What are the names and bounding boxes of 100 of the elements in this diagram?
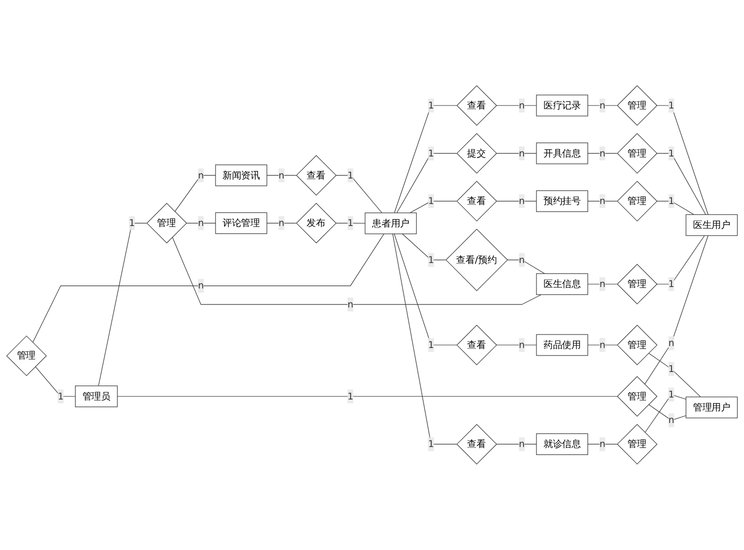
connector — [588, 201, 618, 202]
edge-label: n — [599, 339, 606, 350]
connector — [496, 344, 537, 346]
edge-label: n — [599, 100, 606, 111]
node-diamond: 查看 — [456, 85, 497, 126]
node-diamond: 查看 — [456, 324, 497, 366]
connector — [336, 223, 366, 224]
connector — [588, 444, 618, 445]
connector — [35, 366, 76, 397]
connector — [410, 201, 457, 214]
node-box: 评论管理 — [215, 212, 268, 234]
connector — [644, 394, 686, 433]
connector — [396, 153, 457, 214]
edge-label: 1 — [668, 195, 674, 207]
edge-label: 1 — [58, 390, 64, 402]
edge-label: n — [518, 100, 525, 111]
connector — [648, 404, 686, 421]
edge-label: 1 — [428, 100, 434, 111]
node-diamond: 管理 — [6, 336, 47, 376]
edge-label: 1 — [668, 100, 674, 111]
connector — [402, 234, 446, 260]
connector — [266, 175, 296, 176]
edge-label: n — [278, 217, 284, 229]
edge-label: n — [518, 339, 525, 350]
node-box: 药品使用 — [536, 334, 588, 356]
connector — [506, 260, 545, 274]
node-diamond: 管理 — [616, 181, 658, 222]
node-diamond: 管理 — [616, 133, 658, 174]
edge-label: 1 — [668, 388, 674, 400]
edge-label: 1 — [428, 148, 434, 159]
connector — [656, 201, 694, 216]
edge-label: 1 — [428, 195, 434, 207]
connector — [172, 236, 542, 305]
node-box: 医生用户 — [686, 214, 738, 236]
connector — [648, 353, 701, 398]
edge-label: 1 — [347, 170, 354, 181]
edge-label: 1 — [428, 339, 434, 350]
connector — [644, 235, 708, 385]
edge-label: 1 — [347, 390, 354, 402]
node-diamond: 发布 — [296, 203, 336, 244]
connector — [588, 105, 618, 106]
connector — [336, 175, 382, 214]
edge-label: 1 — [428, 438, 434, 450]
connector — [394, 105, 457, 214]
connector — [117, 396, 618, 397]
connector — [496, 201, 537, 202]
edge-label: n — [518, 438, 525, 450]
node-diamond: 查看 — [456, 424, 497, 465]
node-diamond: 管理 — [146, 203, 187, 244]
node-box: 管理用户 — [686, 396, 738, 418]
connector — [656, 235, 705, 285]
edge-label: n — [668, 338, 674, 349]
edge-label: n — [518, 254, 525, 266]
connector — [588, 344, 618, 346]
edge-label: n — [198, 217, 204, 229]
connector — [266, 223, 296, 224]
connector — [98, 223, 147, 386]
edge-label: n — [198, 280, 204, 292]
connector — [394, 234, 457, 346]
node-diamond: 管理 — [616, 376, 658, 417]
node-box: 医疗记录 — [536, 94, 588, 116]
node-box: 就诊信息 — [536, 434, 588, 456]
connector — [496, 444, 537, 445]
node-diamond: 查看 — [456, 181, 497, 222]
edge-label: 1 — [347, 217, 354, 229]
edge-label: 1 — [668, 363, 674, 374]
node-diamond: 查看/预约 — [446, 228, 508, 292]
node-diamond: 管理 — [616, 85, 658, 126]
edge-label: n — [518, 195, 525, 207]
edge-label: n — [668, 414, 674, 426]
connector — [496, 153, 537, 154]
node-box: 预约挂号 — [536, 190, 588, 212]
edge-label: n — [599, 195, 606, 207]
node-box: 新闻资讯 — [215, 164, 268, 186]
edge-label: n — [278, 170, 284, 181]
edge-label: n — [198, 170, 204, 181]
node-diamond: 提交 — [456, 133, 497, 174]
edge-label: 1 — [129, 217, 135, 229]
connector — [656, 105, 708, 216]
connector — [174, 175, 216, 212]
edge-label: 1 — [428, 254, 434, 266]
node-box: 管理员 — [75, 386, 118, 408]
node-box: 开具信息 — [536, 142, 588, 164]
edge-label: n — [599, 278, 606, 290]
edge-label: n — [347, 298, 354, 310]
edge-label: n — [518, 148, 525, 159]
edge-label: n — [599, 438, 606, 450]
connector — [496, 105, 537, 106]
edge-label: 1 — [668, 148, 674, 159]
connector — [186, 223, 216, 224]
node-diamond: 管理 — [616, 424, 658, 465]
connector — [392, 234, 457, 445]
node-box: 患者用户 — [364, 212, 417, 234]
node-diamond: 管理 — [616, 264, 658, 305]
node-box: 医生信息 — [536, 273, 588, 296]
edge-label: 1 — [668, 278, 674, 290]
connector — [588, 153, 618, 154]
connector — [32, 234, 384, 343]
connector — [656, 153, 706, 216]
node-diamond: 管理 — [616, 324, 658, 366]
